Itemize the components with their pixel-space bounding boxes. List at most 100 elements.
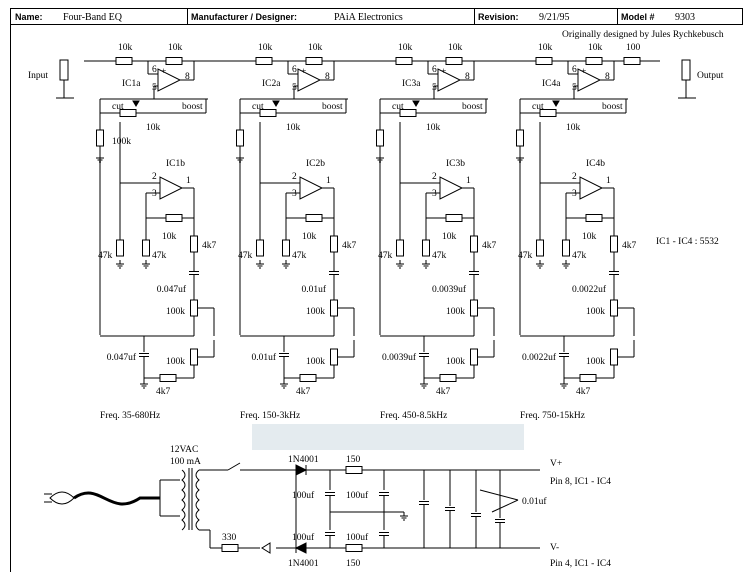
r4k7-label: 4k7	[622, 241, 637, 251]
pin-label: 6	[152, 65, 157, 75]
pot-wiper	[272, 100, 280, 107]
band-cap-label: 0.0039uf	[382, 352, 417, 363]
pin-label: 8	[605, 72, 610, 82]
transformer-rating: 12VAC	[170, 445, 198, 455]
band-frequency: Freq. 35-680Hz	[100, 411, 160, 421]
bias-resistor	[96, 129, 104, 147]
pot-100k-lower	[470, 348, 478, 366]
resistor-47k-a	[256, 239, 264, 257]
feedback-b-label: 10k	[302, 232, 317, 242]
feedback-resistor-b	[165, 214, 183, 222]
cut-boost-pot	[539, 109, 557, 117]
resistor-47k-b	[142, 239, 150, 257]
pin-label: 6	[432, 65, 437, 75]
pot-100k-upper	[190, 299, 198, 317]
feedback-b-label: 10k	[162, 232, 177, 242]
opamp-a	[577, 68, 602, 92]
opamp-a-label: IC4a	[542, 79, 561, 89]
model-value: 9303	[675, 12, 695, 23]
r4k7-label: 4k7	[482, 241, 497, 251]
pot-100k-upper	[330, 299, 338, 317]
opamp-b	[159, 176, 184, 200]
input-resistor	[535, 57, 553, 65]
pot-100k-label: 100k	[306, 307, 325, 317]
pot-100k-label: 100k	[446, 357, 465, 367]
resistor-4k7-b	[439, 374, 457, 382]
input-resistor-label: 10k	[538, 43, 553, 53]
vminus-pins: Pin 4, IC1 - IC4	[550, 559, 611, 569]
input-label: Input	[28, 71, 48, 81]
opamp-b	[579, 176, 604, 200]
cut-label: cut	[112, 102, 124, 112]
pin-label: 1	[466, 176, 471, 186]
r47k-label: 47k	[292, 251, 307, 261]
resistor-4k7	[330, 235, 338, 253]
r47k-label: 47k	[572, 251, 587, 261]
input-resistor-label: 10k	[258, 43, 273, 53]
pin-label: 2	[432, 172, 437, 182]
opamp-b-label: IC1b	[166, 159, 185, 169]
cap100-label: 100uf	[346, 532, 369, 543]
opamp-b-label: IC3b	[446, 159, 465, 169]
pot-label: 10k	[426, 123, 441, 133]
revision-value: 9/21/95	[539, 12, 570, 23]
pot-label: 10k	[286, 123, 301, 133]
ac-plug	[49, 491, 75, 505]
boost-label: boost	[602, 102, 623, 112]
credit-text: Originally designed by Jules Rychkebusch	[562, 30, 724, 40]
feedback-resistor-label: 10k	[168, 43, 183, 53]
band-cap-label: 0.01uf	[251, 352, 276, 363]
manufacturer-value: PAiA Electronics	[334, 12, 403, 23]
r4k7-b-label: 4k7	[576, 387, 591, 397]
opamp-a-label: IC1a	[122, 79, 141, 89]
pin-label: 8	[325, 72, 330, 82]
pin-label: 3	[152, 189, 157, 199]
pin-label: 6	[292, 65, 297, 75]
opamp-a-label: IC3a	[402, 79, 421, 89]
pin-label: 6	[572, 65, 577, 75]
resistor-150-bottom	[345, 544, 363, 552]
power-cord	[73, 491, 160, 506]
pin-label: 3	[292, 189, 297, 199]
manufacturer-label: Manufacturer / Designer:	[191, 12, 298, 22]
pot-wiper	[132, 100, 140, 107]
feedback-resistor-b	[585, 214, 603, 222]
input-jack	[59, 59, 69, 81]
r4k7-label: 4k7	[342, 241, 357, 251]
pot-label: 10k	[566, 123, 581, 133]
r150-bottom-label: 150	[346, 559, 361, 569]
r47k-label: 47k	[238, 251, 253, 261]
pot-100k-lower	[610, 348, 618, 366]
opamp-a	[157, 68, 182, 92]
r47k-label: 47k	[518, 251, 533, 261]
opamp-a	[437, 68, 462, 92]
leader-line	[491, 499, 519, 513]
resistor-4k7-b	[299, 374, 317, 382]
input-resistor	[395, 57, 413, 65]
cap100-label: 100uf	[292, 532, 315, 543]
minus-sign: +	[161, 67, 166, 77]
input-resistor-label: 10k	[398, 43, 413, 53]
switch	[227, 462, 241, 471]
feedback-resistor	[305, 57, 323, 65]
pot-100k-upper	[610, 299, 618, 317]
cap100-label: 100uf	[292, 490, 315, 501]
pot-wiper	[412, 100, 420, 107]
boost-label: boost	[322, 102, 343, 112]
feedback-resistor-label: 10k	[308, 43, 323, 53]
schematic-frame	[10, 24, 743, 572]
r4k7-label: 4k7	[202, 241, 217, 251]
bias-resistor	[236, 129, 244, 147]
diode-top-label: 1N4001	[288, 455, 319, 465]
coupling-cap-label: 0.0022uf	[572, 284, 607, 295]
minus-sign: +	[301, 67, 306, 77]
output-label: Output	[697, 71, 724, 81]
feedback-resistor	[165, 57, 183, 65]
resistor-150-top	[345, 466, 363, 474]
cut-label: cut	[252, 102, 264, 112]
opamp-b-label: IC4b	[586, 159, 605, 169]
opamp-b	[299, 176, 324, 200]
transformer-current: 100 mA	[170, 457, 201, 467]
